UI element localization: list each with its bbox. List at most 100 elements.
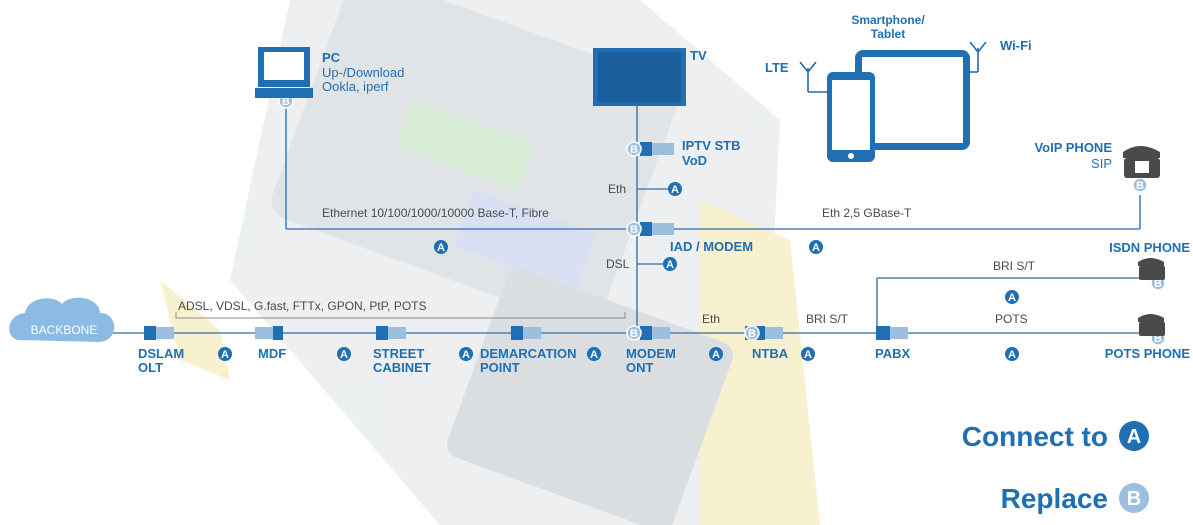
connector-modem bbox=[640, 326, 670, 340]
lte-label: LTE bbox=[765, 60, 789, 75]
svg-text:A: A bbox=[804, 349, 812, 361]
svg-text:A: A bbox=[437, 242, 445, 254]
svg-text:A: A bbox=[340, 349, 348, 361]
svg-text:B: B bbox=[630, 224, 638, 236]
connector-demarc bbox=[511, 326, 541, 340]
eth25-label: Eth 2,5 GBase-T bbox=[822, 206, 912, 220]
svg-text:A: A bbox=[1008, 292, 1016, 304]
badges: A A A A A A A A A A A A B B B B B B B B bbox=[218, 93, 1166, 361]
svg-text:B: B bbox=[1136, 180, 1144, 192]
street-label: STREET bbox=[373, 346, 424, 361]
mdf-label: MDF bbox=[258, 346, 286, 361]
wifi-antenna-icon bbox=[969, 41, 987, 73]
badge-a: A bbox=[337, 347, 351, 361]
svg-text:B: B bbox=[748, 328, 756, 340]
connector-pabx bbox=[876, 326, 908, 340]
chain-labels: DSLAM OLT MDF STREET CABINET DEMARCATION… bbox=[138, 346, 910, 375]
legend-badge-a: A bbox=[1119, 421, 1149, 451]
bri-ntba-label: BRI S/T bbox=[806, 312, 849, 326]
cabinet-label: CABINET bbox=[373, 360, 431, 375]
eth-ntba-label: Eth bbox=[702, 312, 720, 326]
olt-label: OLT bbox=[138, 360, 163, 375]
badge-b: B bbox=[626, 141, 642, 157]
ont-label: ONT bbox=[626, 360, 654, 375]
connector-iad bbox=[640, 222, 674, 236]
smartphone-label: Smartphone/ bbox=[851, 13, 925, 27]
connector-street bbox=[376, 326, 406, 340]
pc-icon bbox=[255, 47, 313, 98]
bri-isdn-label: BRI S/T bbox=[993, 259, 1036, 273]
badge-b: B bbox=[626, 325, 642, 341]
lte-antenna-icon bbox=[799, 61, 827, 93]
svg-text:B: B bbox=[1127, 488, 1141, 510]
pots-phone-label: POTS PHONE bbox=[1105, 346, 1191, 361]
pc-line2: Ookla, iperf bbox=[322, 79, 389, 94]
isdn-phone-label: ISDN PHONE bbox=[1109, 240, 1190, 255]
voip-title: VoIP PHONE bbox=[1034, 140, 1112, 155]
pots-phone-icon bbox=[1138, 314, 1165, 336]
connector-mdf bbox=[255, 326, 283, 340]
ntba-label: NTBA bbox=[752, 346, 789, 361]
connector-iptv bbox=[640, 142, 674, 156]
wifi-label: Wi-Fi bbox=[1000, 38, 1032, 53]
pc-line1: Up-/Download bbox=[322, 65, 404, 80]
svg-text:A: A bbox=[712, 349, 720, 361]
svg-text:A: A bbox=[666, 259, 674, 271]
tv-label: TV bbox=[690, 48, 707, 63]
access-bracket bbox=[175, 312, 626, 319]
badge-a: A bbox=[801, 347, 815, 361]
legend: Connect to A Replace B bbox=[962, 421, 1149, 514]
tablet-label: Tablet bbox=[871, 27, 905, 41]
badge-b: B bbox=[626, 221, 642, 237]
badge-b: B bbox=[744, 325, 760, 341]
eth-top-label: Eth bbox=[608, 182, 626, 196]
svg-text:A: A bbox=[221, 349, 229, 361]
badge-a: A bbox=[587, 347, 601, 361]
backbone-label: BACKBONE bbox=[31, 323, 98, 337]
voip-sip: SIP bbox=[1091, 156, 1112, 171]
modem-label: MODEM bbox=[626, 346, 676, 361]
demarcation-label: DEMARCATION bbox=[480, 346, 577, 361]
svg-text:B: B bbox=[1154, 278, 1162, 290]
pabx-label: PABX bbox=[875, 346, 910, 361]
badge-a: A bbox=[459, 347, 473, 361]
dslam-label: DSLAM bbox=[138, 346, 184, 361]
badge-a: A bbox=[663, 257, 677, 271]
svg-text:B: B bbox=[630, 328, 638, 340]
link-labels: ADSL, VDSL, G.fast, FTTx, GPON, PtP, POT… bbox=[178, 182, 1036, 326]
backbone-cloud: BACKBONE bbox=[9, 297, 115, 342]
point-label: POINT bbox=[480, 360, 520, 375]
svg-text:A: A bbox=[1127, 426, 1141, 448]
pots-label: POTS bbox=[995, 312, 1028, 326]
badge-a: A bbox=[218, 347, 232, 361]
dsl-label: DSL bbox=[606, 257, 630, 271]
ethernet-label: Ethernet 10/100/1000/10000 Base-T, Fibre bbox=[322, 206, 549, 220]
voip-phone-icon bbox=[1123, 146, 1160, 178]
badge-b: B bbox=[1132, 177, 1148, 193]
access-technologies-label: ADSL, VDSL, G.fast, FTTx, GPON, PtP, POT… bbox=[178, 299, 427, 313]
background-tester-device bbox=[160, 0, 820, 525]
badge-a: A bbox=[1005, 290, 1019, 304]
legend-badge-b: B bbox=[1119, 483, 1149, 513]
badge-a: A bbox=[668, 182, 682, 196]
iptv-label: IPTV STB bbox=[682, 138, 741, 153]
smartphone-icon bbox=[827, 72, 875, 162]
svg-text:A: A bbox=[590, 349, 598, 361]
svg-text:A: A bbox=[812, 242, 820, 254]
tablet-icon bbox=[855, 50, 970, 150]
tv-icon bbox=[593, 48, 686, 106]
pc-title: PC bbox=[322, 50, 341, 65]
iad-label: IAD / MODEM bbox=[670, 239, 753, 254]
svg-text:A: A bbox=[1008, 349, 1016, 361]
legend-connect-label: Connect to bbox=[962, 421, 1108, 452]
svg-text:A: A bbox=[671, 184, 679, 196]
svg-text:A: A bbox=[462, 349, 470, 361]
badge-a: A bbox=[434, 240, 448, 254]
svg-text:B: B bbox=[1154, 333, 1162, 345]
connectors bbox=[144, 142, 908, 340]
svg-text:B: B bbox=[282, 96, 290, 108]
vod-label: VoD bbox=[682, 153, 707, 168]
isdn-phone-icon bbox=[1138, 258, 1165, 280]
